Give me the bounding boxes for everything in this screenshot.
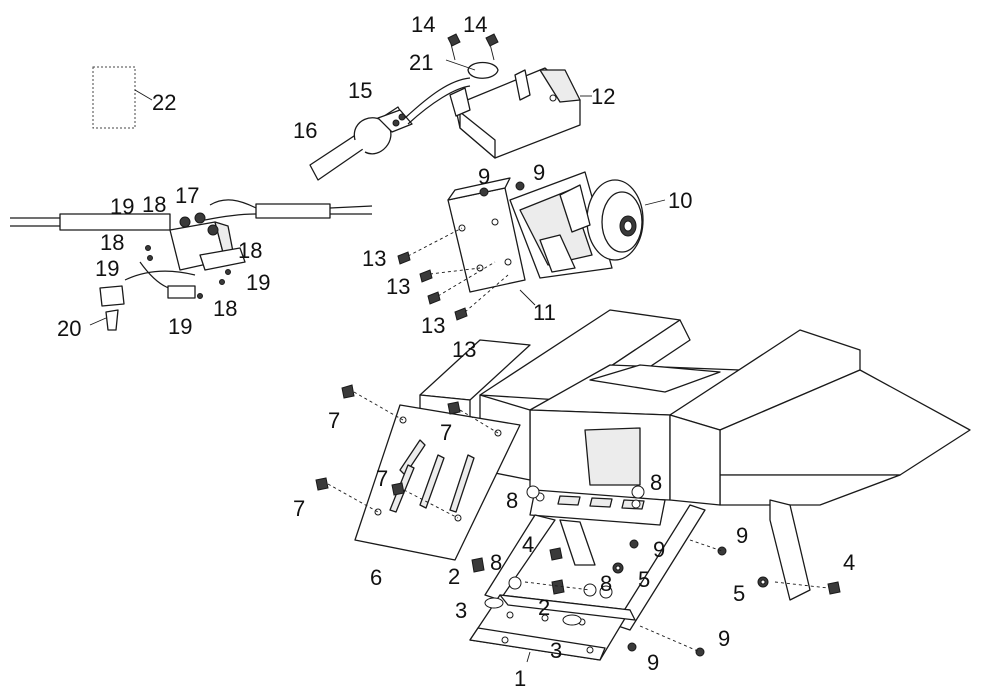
callout-8: 8 xyxy=(490,550,502,575)
callout-9: 9 xyxy=(736,523,748,548)
callout-12: 12 xyxy=(591,84,615,109)
callout-7: 7 xyxy=(328,408,340,433)
callout-19: 19 xyxy=(110,194,134,219)
nut-9-top-right xyxy=(515,181,525,191)
callout-21: 21 xyxy=(409,50,433,75)
bolts-7 xyxy=(315,384,499,519)
callout-5: 5 xyxy=(733,581,745,606)
winch-motor xyxy=(509,171,666,279)
winch-mount-plate xyxy=(447,177,536,306)
callout-13: 13 xyxy=(421,313,445,338)
callout-7: 7 xyxy=(293,496,305,521)
callout-2: 2 xyxy=(448,564,460,589)
callout-20: 20 xyxy=(57,316,81,341)
callout-9: 9 xyxy=(533,160,545,185)
callout-19: 19 xyxy=(95,256,119,281)
support-arms xyxy=(484,499,811,631)
callout-4: 4 xyxy=(843,550,855,575)
callout-10: 10 xyxy=(668,188,692,213)
callout-labels: 1 2 2 3 3 4 4 5 5 6 7 7 7 7 8 8 8 8 9 9 … xyxy=(57,12,855,691)
frame-structure xyxy=(419,309,971,506)
callout-11: 11 xyxy=(533,300,556,325)
callout-8: 8 xyxy=(506,488,518,513)
slotted-bracket xyxy=(529,489,666,526)
callout-18: 18 xyxy=(238,238,262,263)
callout-16: 16 xyxy=(293,118,317,143)
callout-18: 18 xyxy=(213,296,237,321)
callout-7: 7 xyxy=(376,466,388,491)
callout-18: 18 xyxy=(142,192,166,217)
callout-17: 17 xyxy=(175,183,199,208)
callout-19: 19 xyxy=(168,314,192,339)
callout-8: 8 xyxy=(600,571,612,596)
nut-9-top-left xyxy=(479,187,489,197)
contactor-wiring-harness xyxy=(10,199,373,331)
callout-3: 3 xyxy=(550,638,562,663)
callout-2: 2 xyxy=(538,595,550,620)
callout-1: 1 xyxy=(514,666,526,691)
callout-22: 22 xyxy=(152,90,176,115)
callout-3: 3 xyxy=(455,598,467,623)
bolt-14-right xyxy=(485,33,499,47)
callout-7: 7 xyxy=(440,420,452,445)
callout-15: 15 xyxy=(348,78,372,103)
callout-6: 6 xyxy=(370,565,382,590)
bolts-13 xyxy=(397,227,509,321)
callout-9: 9 xyxy=(478,164,490,189)
callout-18: 18 xyxy=(100,230,124,255)
bottom-bracket xyxy=(469,594,636,663)
callout-14: 14 xyxy=(411,12,435,37)
callout-4: 4 xyxy=(522,532,534,557)
callout-13: 13 xyxy=(386,274,410,299)
fairlead-bracket xyxy=(445,43,592,159)
callout-13: 13 xyxy=(452,337,476,362)
callout-5: 5 xyxy=(638,567,650,592)
callout-9: 9 xyxy=(653,537,665,562)
callout-8: 8 xyxy=(650,470,662,495)
bolt-14-left xyxy=(447,33,461,47)
callout-19: 19 xyxy=(246,270,270,295)
fasteners-lower xyxy=(471,485,841,657)
callout-9: 9 xyxy=(718,626,730,651)
callout-14: 14 xyxy=(463,12,487,37)
manual-sheet xyxy=(92,66,153,129)
callout-9: 9 xyxy=(647,650,659,675)
callout-13: 13 xyxy=(362,246,386,271)
winch-cable-and-hook xyxy=(309,77,471,181)
